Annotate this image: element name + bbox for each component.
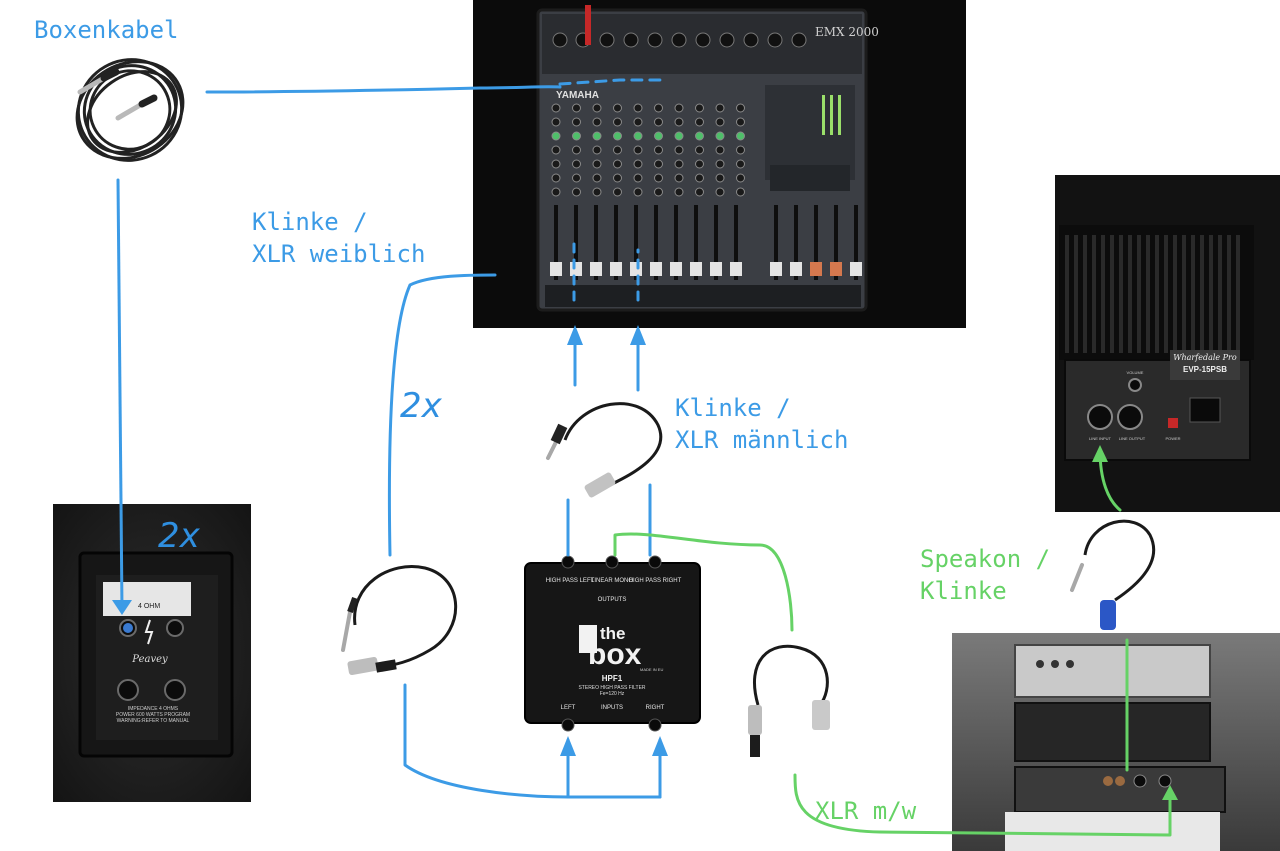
- passive-speaker-impedance: IMPEDANCE 4 OHMS: [128, 706, 179, 712]
- box-freq: Fe=120 Hz: [600, 691, 625, 697]
- mixer-photo: EMX 2000 YAMAHA: [473, 0, 966, 328]
- subwoofer-volume: VOLUME: [1127, 370, 1144, 375]
- subwoofer-power: POWER: [1165, 436, 1180, 441]
- label-klinke-maennlich-line2: XLR männlich: [675, 426, 849, 454]
- box-made-in: MADE IN EU: [640, 667, 663, 672]
- blue-arrowheads: [112, 325, 668, 756]
- subwoofer-photo: Wharfedale Pro EVP-15PSB LINE INPUT LINE…: [1055, 175, 1280, 512]
- label-count-cables: 2x: [400, 386, 442, 426]
- blue-wires: [116, 78, 662, 799]
- box-brand-top: the: [600, 624, 626, 643]
- label-xlr-mw: XLR m/w: [815, 797, 917, 825]
- box-out-left: HIGH PASS LEFT: [546, 578, 595, 584]
- subwoofer-line-output: LINE OUTPUT: [1119, 436, 1146, 441]
- box-description: STEREO HIGH PASS FILTER: [578, 685, 645, 691]
- jack-xlr-cable-top: [546, 402, 663, 498]
- box-out-mono: LINEAR MONO: [591, 578, 633, 584]
- jack-xlr-cable-left: [341, 565, 458, 676]
- label-klinke-weiblich-line1: Klinke /: [252, 208, 368, 236]
- box-brand-bottom: box: [588, 638, 642, 671]
- passive-speaker-ohm: 4 OHM: [138, 603, 160, 610]
- passive-speaker-warning: WARNING:REFER TO MANUAL: [117, 718, 190, 724]
- box-out-right: HIGH PASS RIGHT: [629, 578, 682, 584]
- box-outputs-label: OUTPUTS: [598, 597, 627, 603]
- box-in-right: RIGHT: [646, 705, 665, 711]
- subwoofer-model: EVP-15PSB: [1183, 365, 1227, 374]
- subwoofer-brand: Wharfedale Pro: [1173, 353, 1237, 362]
- xlr-cable-photo: [748, 644, 830, 757]
- box-in-left: LEFT: [561, 705, 576, 711]
- green-wires: [613, 448, 1172, 837]
- box-inputs-label: INPUTS: [601, 705, 623, 711]
- label-speakon-line2: Klinke: [920, 577, 1007, 605]
- speaker-cable-photo: [75, 58, 185, 162]
- passive-speaker-power: POWER 600 WATTS PROGRAM: [116, 712, 190, 718]
- passive-speaker-brand: Peavey: [131, 654, 168, 665]
- mixer-brand: YAMAHA: [556, 90, 599, 101]
- filter-box-photo: HIGH PASS LEFT LINEAR MONO HIGH PASS RIG…: [524, 555, 701, 732]
- box-model: HPF1: [602, 674, 623, 683]
- label-klinke-weiblich-line2: XLR weiblich: [252, 240, 426, 268]
- label-boxenkabel: Boxenkabel: [34, 16, 179, 44]
- subwoofer-line-input: LINE INPUT: [1089, 436, 1112, 441]
- mixer-model: EMX 2000: [815, 25, 879, 39]
- label-count-speakers: 2x: [158, 516, 200, 556]
- green-arrowheads: [1092, 445, 1178, 800]
- passive-speaker-photo: 4 OHM Peavey IMPEDANCE 4 OHMS POWER 600 …: [53, 504, 251, 802]
- label-speakon-line1: Speakon /: [920, 545, 1051, 573]
- amplifier-rack-photo: [952, 633, 1280, 851]
- speakon-cable-photo: [1070, 519, 1156, 630]
- label-klinke-maennlich-line1: Klinke /: [675, 394, 791, 422]
